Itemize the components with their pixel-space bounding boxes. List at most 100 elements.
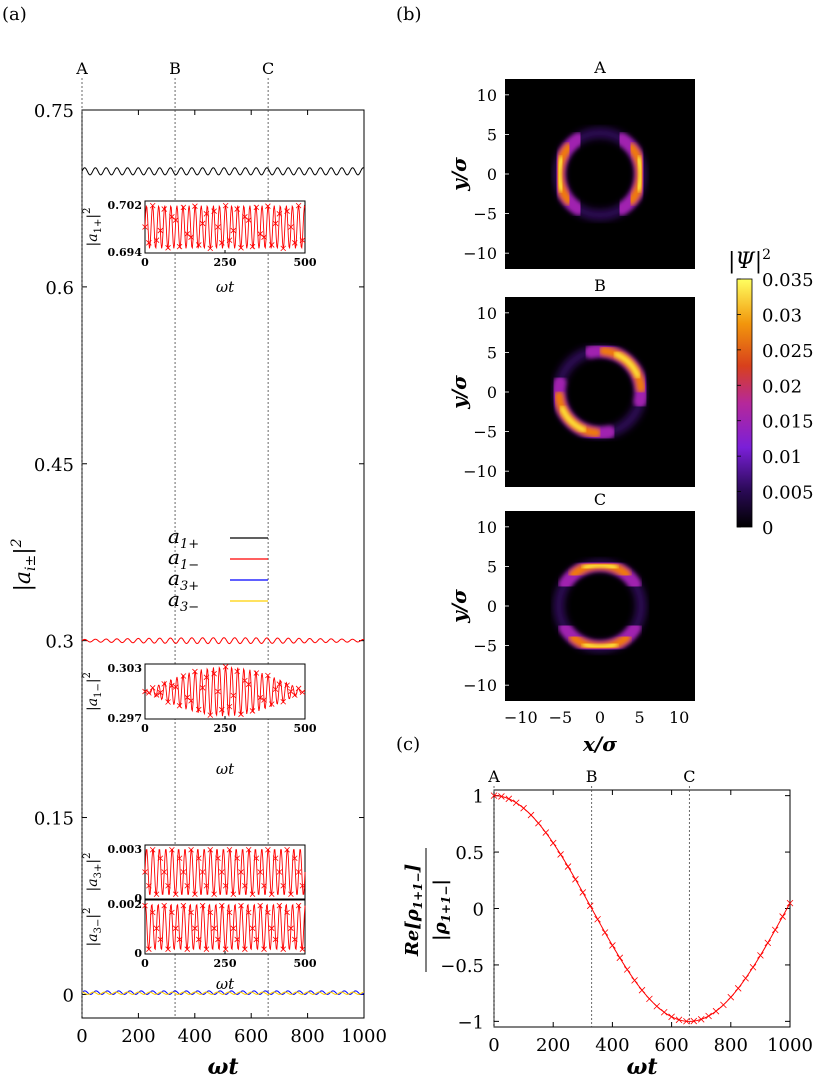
inset4-point xyxy=(203,946,210,952)
main-ylabel: |ai±|2 xyxy=(9,538,39,591)
inset4-point xyxy=(219,902,225,909)
coherence-ytick-label: −1 xyxy=(457,1012,484,1033)
coherence-xtick-label: 600 xyxy=(654,1035,688,1056)
density-panel-title: B xyxy=(594,276,606,295)
inset4-point xyxy=(291,936,298,943)
density-xtick-label: 10 xyxy=(669,708,689,727)
inset2-point xyxy=(199,685,206,691)
inset3-point xyxy=(215,855,221,862)
inset4-point xyxy=(169,909,175,916)
inset1-point xyxy=(253,204,260,211)
inset2-ytick-label: 0.303 xyxy=(108,662,142,675)
inset2-point xyxy=(195,706,202,713)
coherence-point xyxy=(520,804,527,812)
coherence-point xyxy=(690,1017,698,1025)
inset3-point xyxy=(234,855,240,862)
inset4-point xyxy=(295,902,302,909)
coherence-point xyxy=(572,876,579,883)
inset1-point xyxy=(268,242,275,248)
coherence-point xyxy=(734,985,742,992)
inset4-point xyxy=(280,946,287,952)
coherence-point xyxy=(720,1001,727,1009)
inset4-point xyxy=(226,909,233,916)
inset3-point xyxy=(257,869,263,875)
inset2-point xyxy=(268,701,275,707)
main-ytick-label: 0 xyxy=(63,985,74,1006)
coherence-marker-label: B xyxy=(586,767,598,786)
inset1-xlabel: ωt xyxy=(216,278,235,296)
inset3-point xyxy=(149,846,156,853)
inset3-point xyxy=(261,882,267,889)
density-ytick-label: 10 xyxy=(477,518,497,537)
coherence-frame xyxy=(493,789,791,1028)
inset1-point xyxy=(222,202,229,209)
inset2-point xyxy=(234,668,240,675)
inset1-point xyxy=(288,224,294,230)
inset1-point xyxy=(295,202,302,209)
colorbar-tick-label: 0.03 xyxy=(762,305,802,326)
coherence-xtick-label: 200 xyxy=(536,1035,570,1056)
inset3-point xyxy=(153,891,160,898)
density-ytick-label: −10 xyxy=(463,462,497,481)
coherence-point xyxy=(742,974,749,982)
inset4-point xyxy=(180,902,187,909)
inset3-line xyxy=(144,849,306,895)
coherence-point xyxy=(505,795,513,803)
inset3-point xyxy=(291,855,298,862)
inset3-point xyxy=(165,882,171,889)
inset4-xtick-label: 0 xyxy=(141,957,149,970)
coherence-point xyxy=(535,819,542,827)
main-ytick-label: 0.75 xyxy=(34,101,74,122)
coherence-point xyxy=(549,839,557,847)
inset2-point xyxy=(245,681,252,688)
main-series-a3− xyxy=(81,991,365,995)
coherence-point xyxy=(668,1013,675,1021)
inset2-point xyxy=(291,692,298,698)
inset1-point xyxy=(188,234,194,240)
main-series-a1− xyxy=(81,637,365,645)
inset1-point xyxy=(230,227,237,234)
main-xtick-label: 1000 xyxy=(341,1026,387,1047)
density-xtick-label: 0 xyxy=(595,708,605,727)
inset4-point xyxy=(211,925,217,932)
inset1-point xyxy=(280,245,287,252)
coherence-point xyxy=(653,1002,661,1010)
inset3-point xyxy=(207,846,214,853)
coherence-point xyxy=(498,793,505,800)
inset2-point xyxy=(280,698,287,705)
inset2-point xyxy=(226,703,233,710)
inset4-point xyxy=(288,925,294,932)
coherence-series xyxy=(490,792,794,1025)
inset1-point xyxy=(265,203,271,209)
inset2-point xyxy=(284,682,290,689)
coherence-ytick-label: 1 xyxy=(473,787,484,808)
inset4-point xyxy=(284,909,290,916)
coherence-ytick-label: −0.5 xyxy=(440,956,484,977)
coherence-point xyxy=(512,799,520,807)
inset4-point xyxy=(272,936,279,943)
coherence-point xyxy=(675,1016,683,1024)
coherence-point xyxy=(594,915,601,923)
density-ytick-label: −5 xyxy=(473,205,497,224)
inset2-point xyxy=(153,692,160,698)
inset3-point xyxy=(184,882,191,889)
inset3-point xyxy=(245,846,252,853)
colorbar-tick-label: 0.005 xyxy=(762,483,814,504)
density-panel-title: C xyxy=(594,490,606,509)
inset2-point xyxy=(149,685,156,691)
colorbar-tick-label: 0.015 xyxy=(762,412,814,433)
inset3-point xyxy=(195,855,202,862)
coherence-point xyxy=(557,851,564,858)
inset3-point xyxy=(172,891,179,898)
inset1-point xyxy=(299,237,306,243)
inset2-point xyxy=(215,688,221,695)
panel-label-a: (a) xyxy=(2,4,27,25)
inset2-point xyxy=(188,697,194,704)
inset3-point xyxy=(211,891,217,898)
inset4-point xyxy=(188,909,194,916)
